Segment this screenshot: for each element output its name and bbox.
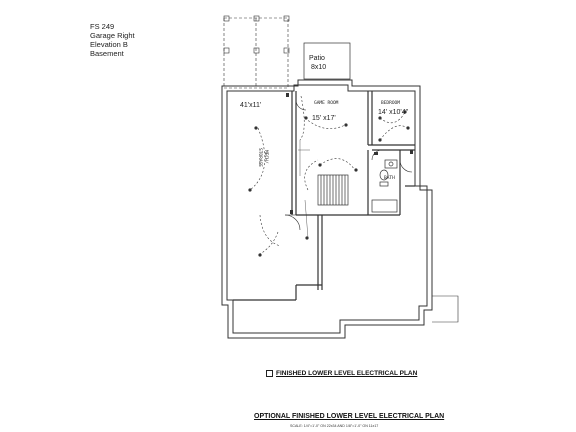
patio-size: 8x10	[311, 64, 327, 71]
bath-fixtures	[371, 159, 398, 213]
scale-note: SCALE: 1/4"=1'-0" ON 22x34 AND 1/8"=1'-0…	[290, 424, 379, 428]
plan-number: FS 249	[90, 22, 115, 31]
deck-post-markers	[223, 15, 290, 54]
outer-walls	[221, 79, 433, 339]
bedroom-size: 14' x10'4"	[378, 109, 409, 116]
legend-swatch	[266, 370, 273, 377]
game-room-name: GAME ROOM	[314, 101, 339, 106]
elevation-label: Elevation B	[90, 40, 128, 49]
side-porch-outline	[432, 295, 459, 323]
garage-orientation: Garage Right	[90, 31, 135, 40]
bedroom-name: BEDROOM	[381, 101, 400, 106]
electrical-fixtures	[248, 93, 413, 257]
unfinished-area-size: 41'x11'	[240, 102, 262, 109]
game-room-size: 15' x17'	[312, 115, 336, 122]
mech-storage-label-2: STORAGE	[257, 148, 262, 167]
level-label: Basement	[90, 49, 124, 58]
interior-walls	[233, 91, 415, 301]
legend-label: FINISHED LOWER LEVEL ELECTRICAL PLAN	[276, 370, 418, 377]
stairs	[317, 174, 349, 206]
patio-outline	[303, 42, 351, 80]
patio-name: Patio	[309, 55, 325, 62]
bath-name: BATH	[384, 176, 395, 181]
plan-info-block: FS 249 Garage Right Elevation B Basement	[90, 22, 135, 58]
drawing-title: OPTIONAL FINISHED LOWER LEVEL ELECTRICAL…	[254, 413, 445, 420]
legend: FINISHED LOWER LEVEL ELECTRICAL PLAN	[266, 370, 417, 377]
mech-storage-label-1: MECH/	[263, 150, 268, 164]
soffit-lines	[298, 140, 310, 239]
